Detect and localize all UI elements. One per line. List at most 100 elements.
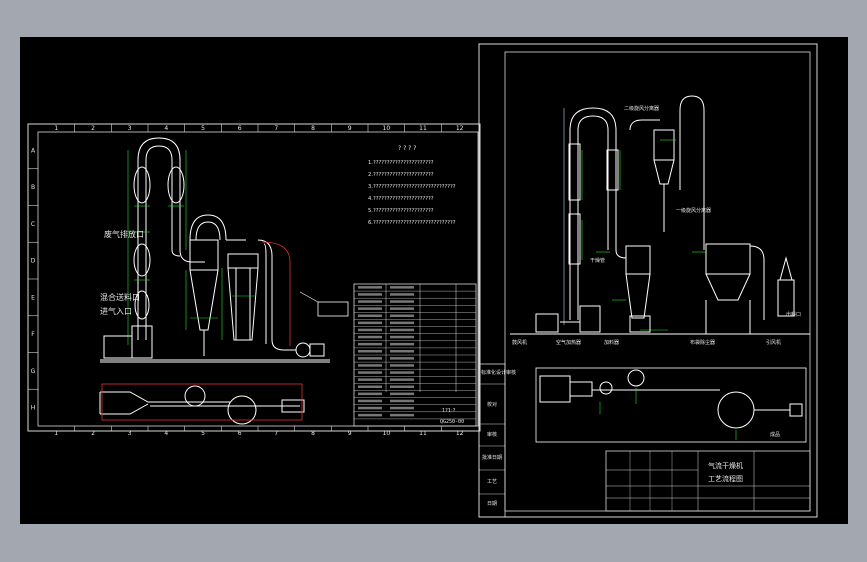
parts-list-table: [353, 283, 477, 427]
title-block-drawing-code: QG250-00: [440, 419, 464, 425]
col-label-bottom: 1: [54, 430, 58, 437]
notes-title: ? ? ? ?: [398, 145, 416, 152]
label-cyclone-2: 二级旋风分离器: [624, 105, 659, 112]
col-label-top: 2: [91, 125, 95, 132]
right-title-block: [605, 450, 811, 512]
col-label-bottom: 10: [383, 430, 391, 437]
plan-red-outline: [101, 383, 303, 421]
process-plan-view: [539, 369, 803, 429]
label-air-inlet: 进气入口: [100, 306, 132, 316]
parts-cell-text: [390, 406, 414, 410]
parts-cell-text: [358, 406, 382, 410]
label-cyclone-1: 一级旋风分离器: [676, 207, 711, 214]
parts-cell-text: [358, 328, 382, 332]
cyclone-elevation: [189, 214, 259, 356]
col-label-bottom: 5: [201, 430, 205, 437]
parts-cell-text: [390, 307, 414, 310]
row-label: C: [31, 221, 35, 228]
detail-callout-box: [317, 301, 349, 317]
note-line: 2.??????????????????????: [368, 172, 434, 178]
side-box-label: 校对: [487, 401, 497, 408]
col-label-bottom: 7: [274, 430, 278, 437]
parts-cell-text: [390, 293, 414, 296]
parts-cell-text: [390, 321, 414, 325]
label-feeder: 加料器: [604, 339, 619, 346]
note-line: 4.??????????????????????: [368, 196, 434, 202]
parts-cell-text: [358, 300, 382, 303]
parts-cell-text: [358, 286, 382, 289]
parts-cell-text: [390, 335, 414, 339]
col-label-bottom: 2: [91, 430, 95, 437]
parts-cell-text: [390, 364, 414, 367]
label-mix-feed: 混合送料口: [100, 292, 140, 302]
cyclone-leaders: [612, 139, 706, 331]
sheet-sign: 标准化设计审核: [481, 369, 516, 376]
note-line: 1.??????????????????????: [368, 160, 434, 166]
row-label: B: [31, 184, 35, 191]
parts-cell-text: [390, 286, 414, 289]
col-label-bottom: 12: [456, 430, 464, 437]
row-label: D: [31, 258, 36, 265]
parts-cell-text: [358, 413, 382, 417]
label-dust-collector: 布袋除尘器: [690, 339, 715, 346]
parts-cell-text: [358, 350, 382, 353]
label-blower: 鼓风机: [512, 339, 527, 346]
parts-cell-text: [358, 378, 382, 381]
col-label-top: 11: [419, 125, 427, 132]
side-box-label: 审核: [487, 431, 497, 438]
parts-cell-text: [390, 300, 414, 303]
col-label-top: 3: [128, 125, 132, 132]
process-dimension-lines: [581, 150, 621, 260]
parts-cell-text: [358, 321, 382, 325]
col-label-top: 5: [201, 125, 205, 132]
parts-cell-text: [390, 385, 414, 388]
parts-cell-text: [390, 314, 414, 317]
parts-cell-text: [358, 371, 382, 374]
process-cyclones: [625, 95, 795, 334]
label-exhaust-outlet: 废气排放口: [104, 229, 144, 239]
row-label: G: [31, 368, 36, 375]
col-label-bottom: 6: [238, 430, 242, 437]
parts-cell-text: [390, 328, 414, 332]
col-label-bottom: 9: [348, 430, 352, 437]
label-fan: 引风机: [766, 339, 781, 346]
parts-cell-text: [358, 307, 382, 310]
parts-cell-text: [390, 399, 414, 403]
parts-cell-text: [390, 350, 414, 353]
parts-cell-text: [358, 293, 382, 296]
red-center-line: [261, 241, 291, 346]
col-label-top: 10: [383, 125, 391, 132]
title-line-2: 工艺流程图: [708, 474, 743, 483]
row-label: E: [31, 294, 35, 301]
base-equipment: [100, 325, 330, 363]
col-label-bottom: 8: [311, 430, 315, 437]
plan-leaders: [599, 388, 737, 440]
right-sheet-outer-border: [478, 43, 818, 518]
label-product: 成品: [770, 431, 780, 438]
parts-cell-text: [390, 392, 414, 396]
plan-view: [99, 385, 305, 425]
drying-tube-elevation: [133, 137, 205, 340]
cyclone-dimension-lines: [185, 268, 256, 340]
row-label: H: [31, 405, 36, 412]
side-box-label: 日期: [487, 501, 497, 507]
note-line: 3.??????????????????????????????: [368, 184, 456, 190]
col-label-bottom: 11: [419, 430, 427, 437]
parts-cell-text: [390, 378, 414, 381]
elevation-dimension-lines: [127, 150, 187, 345]
parts-cell-text: [358, 342, 382, 346]
title-block-scale: 1?1:?: [442, 408, 456, 414]
row-label: F: [31, 331, 35, 338]
col-label-bottom: 4: [164, 430, 168, 437]
col-label-bottom: 3: [128, 430, 132, 437]
label-outlet: 出料口: [786, 311, 801, 318]
parts-cell-text: [358, 364, 382, 367]
col-label-top: 4: [164, 125, 168, 132]
parts-cell-text: [390, 413, 414, 417]
left-sheet-outer-border: [27, 123, 481, 432]
